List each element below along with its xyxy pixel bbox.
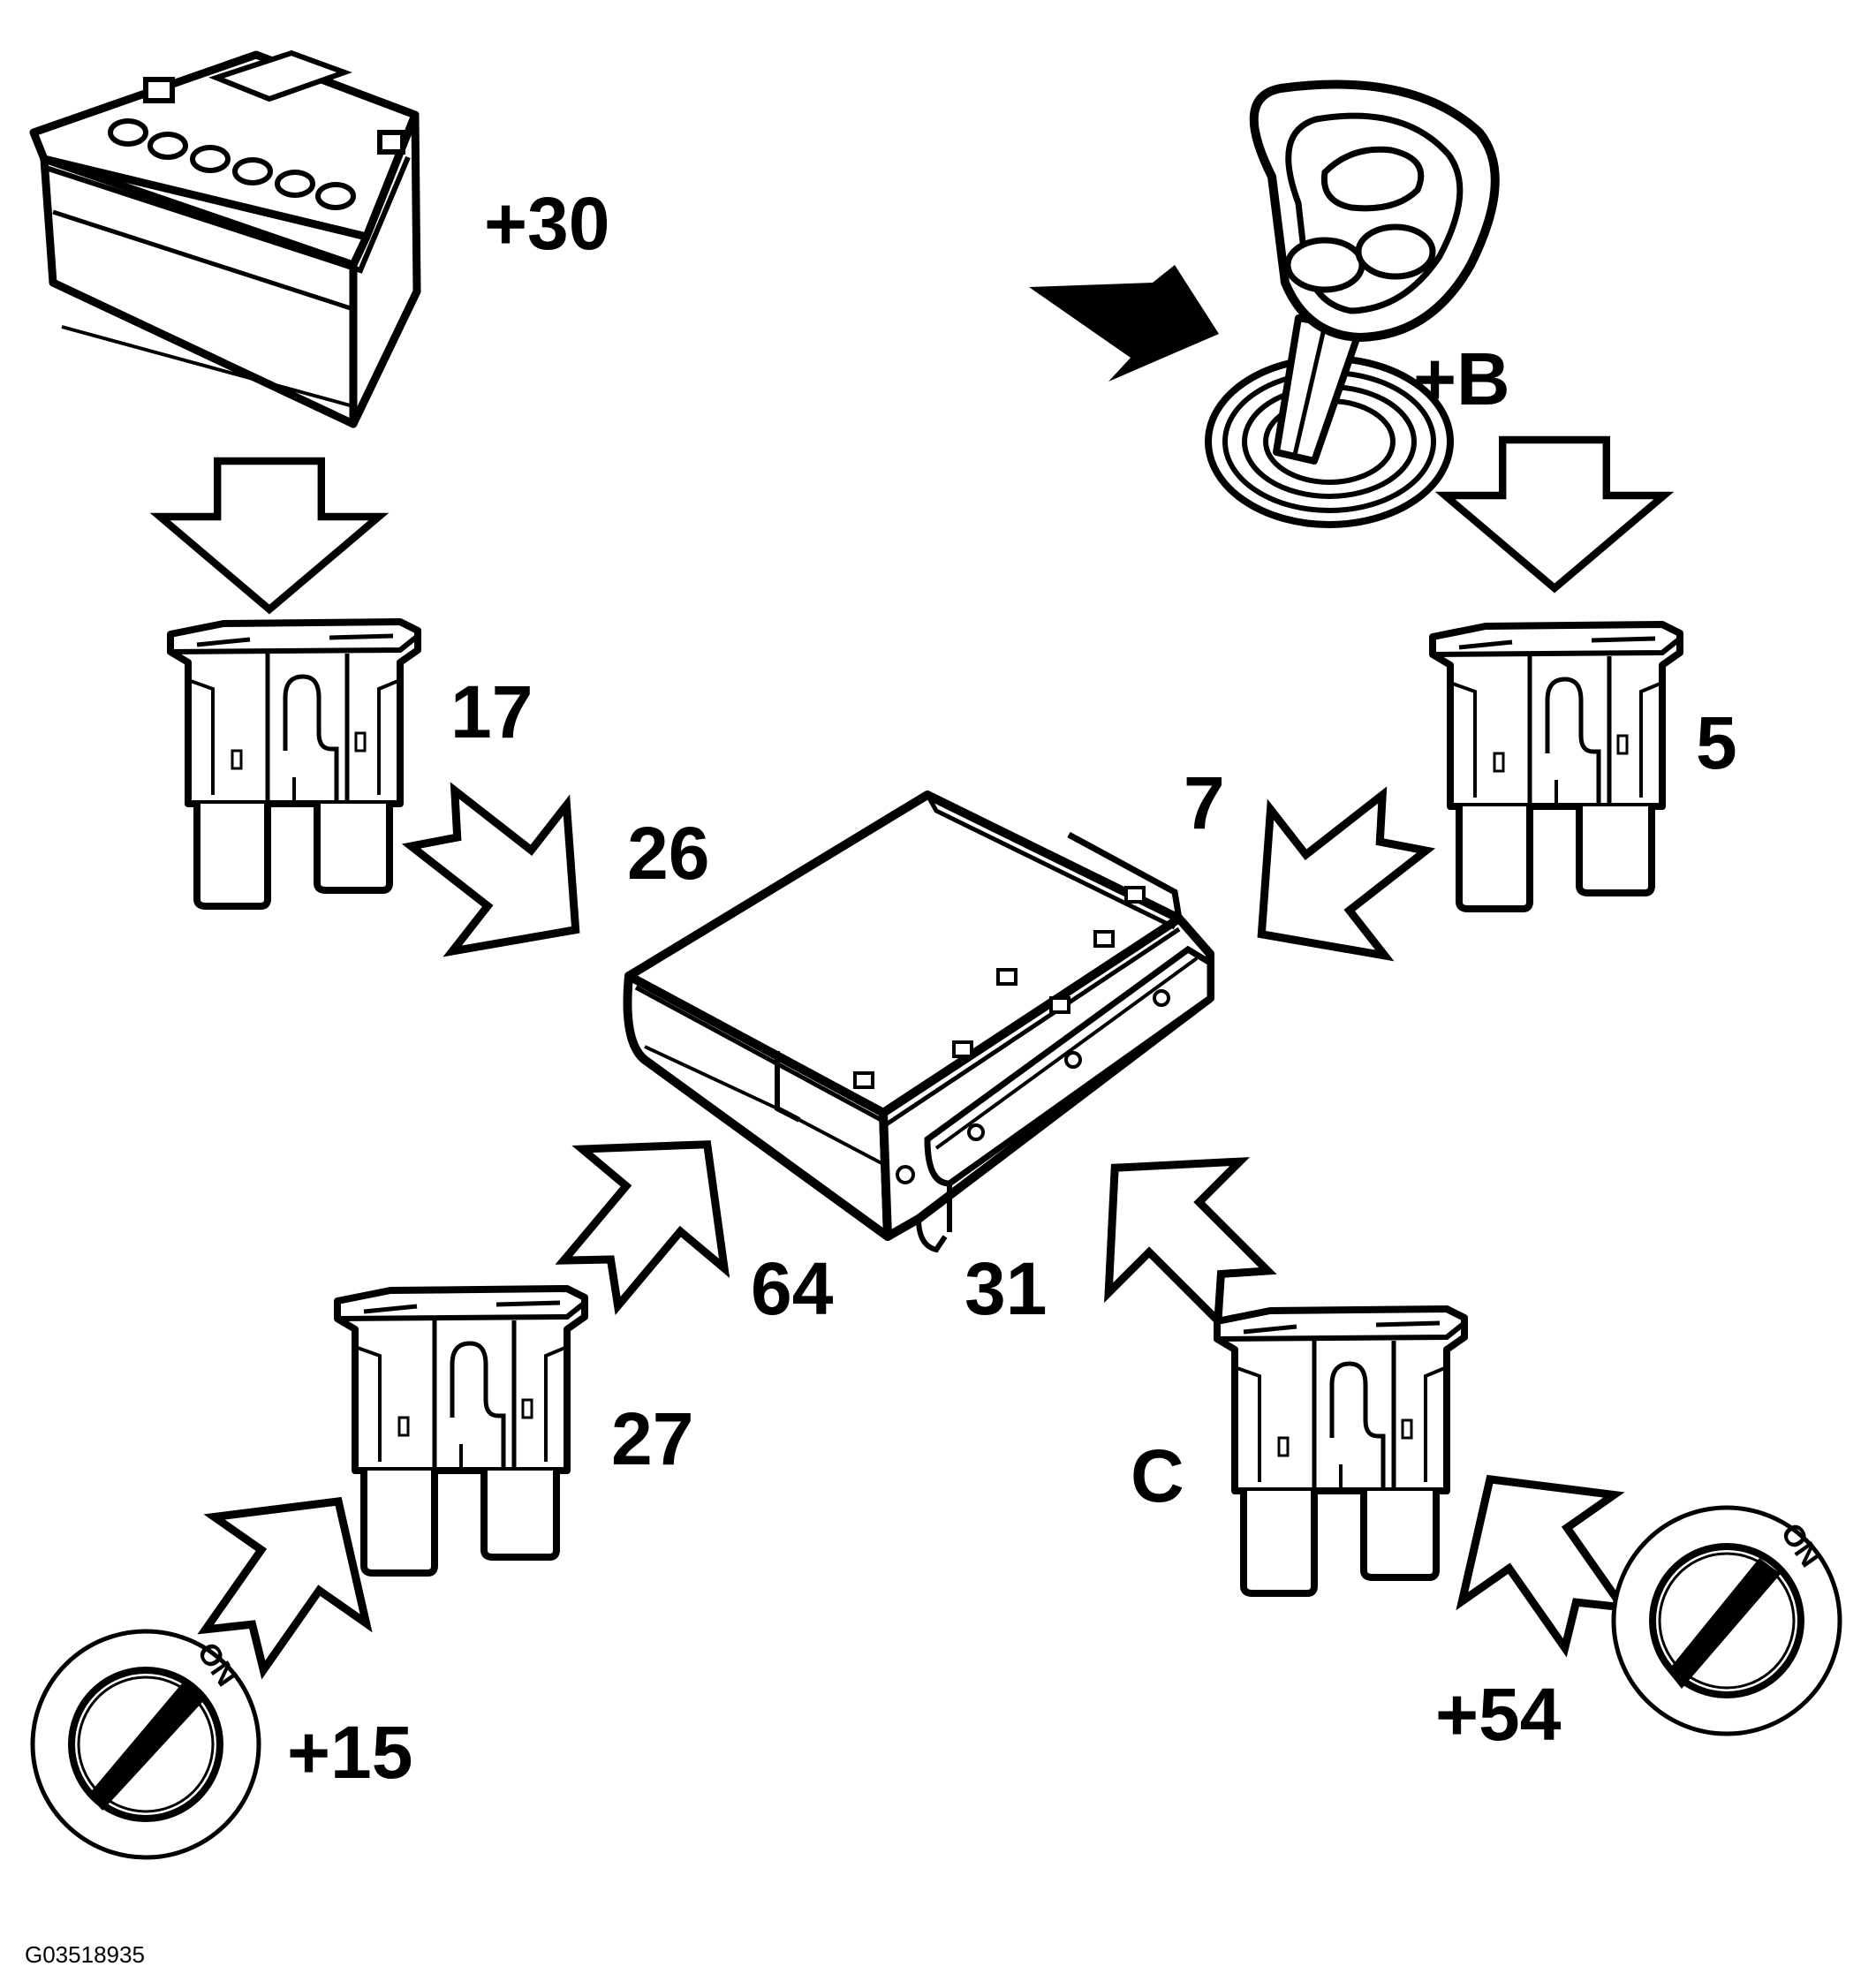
fuse-c xyxy=(1217,1309,1464,1593)
pin-31-label: 31 xyxy=(964,1247,1047,1330)
ignition-switch-icon: ON xyxy=(33,1631,259,1857)
fuse-17-label: 17 xyxy=(450,670,533,753)
arrow-battery-to-fuse-17 xyxy=(160,461,379,609)
battery-terminal-label: +30 xyxy=(484,182,610,265)
arrow-pin-26 xyxy=(375,745,632,1003)
key-icon xyxy=(1029,79,1500,528)
arrow-key-to-fuse-5 xyxy=(1445,440,1664,588)
arrow-pin-7 xyxy=(1205,750,1462,1008)
fuse-27-label: 27 xyxy=(611,1397,693,1480)
ignition-terminal-label: +15 xyxy=(287,1711,413,1794)
key-terminal-label: +B xyxy=(1413,337,1510,420)
fuse-5 xyxy=(1433,624,1680,909)
fuse-17 xyxy=(170,622,418,906)
pin-7-label: 7 xyxy=(1184,761,1225,844)
fuse-27 xyxy=(337,1289,585,1573)
pin-26-label: 26 xyxy=(627,812,709,895)
figure-code: G03518935 xyxy=(25,1941,145,1968)
pin-64-label: 64 xyxy=(751,1247,834,1330)
control-module xyxy=(623,790,1214,1253)
fuse-c-label: C xyxy=(1131,1434,1184,1517)
battery-icon xyxy=(29,49,421,428)
fuse-5-label: 5 xyxy=(1696,701,1737,784)
start-terminal-label: +54 xyxy=(1435,1673,1562,1756)
start-switch-icon: ON xyxy=(1614,1508,1840,1734)
